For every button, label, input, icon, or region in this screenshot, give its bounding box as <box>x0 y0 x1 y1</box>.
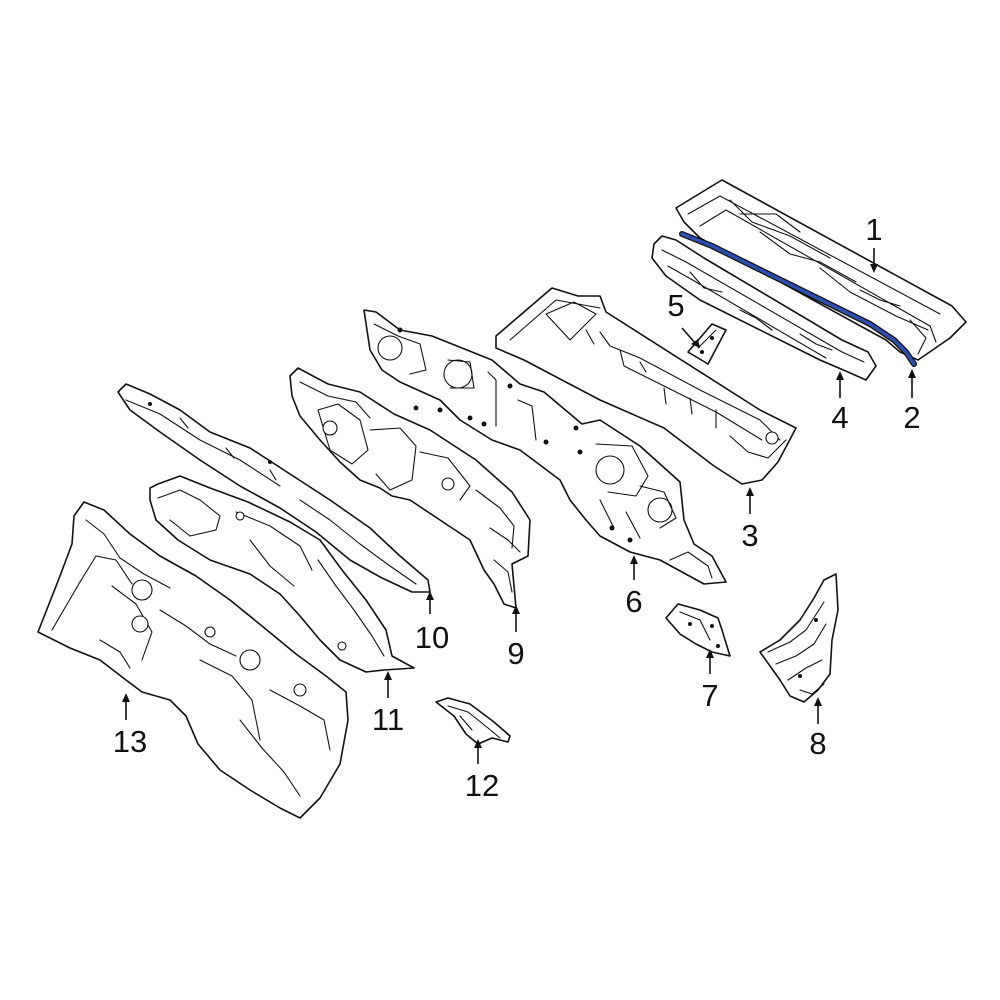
part-11-lower-insulator[interactable] <box>149 475 415 673</box>
callout-9: 9 <box>507 636 524 671</box>
callout-1: 1 <box>865 212 882 247</box>
callout-leaders <box>122 248 916 764</box>
callout-11: 11 <box>372 702 404 737</box>
part-12-shield[interactable] <box>435 697 511 745</box>
callout-8: 8 <box>809 726 826 761</box>
callout-12: 12 <box>465 768 499 803</box>
callout-5: 5 <box>667 288 684 323</box>
part-13-dash-silencer[interactable] <box>37 501 349 819</box>
part-3-cowl-assembly[interactable] <box>495 287 797 485</box>
part-2-seal[interactable] <box>679 231 917 367</box>
part-10-strip[interactable] <box>117 383 431 593</box>
part-8-side-bracket[interactable] <box>759 573 839 703</box>
callout-6: 6 <box>625 584 642 619</box>
callout-4: 4 <box>831 400 848 435</box>
callout-13: 13 <box>113 724 147 759</box>
part-7-plate[interactable] <box>665 603 731 657</box>
part-1-cowl-panel[interactable] <box>675 179 967 361</box>
part-4-lower-cowl[interactable] <box>651 235 877 381</box>
callout-3: 3 <box>741 518 758 553</box>
part-9-insulator[interactable] <box>289 367 531 609</box>
callout-7: 7 <box>701 678 718 713</box>
callout-2: 2 <box>903 400 920 435</box>
callout-10: 10 <box>415 620 449 655</box>
callout-labels: 1 2 3 4 5 6 7 8 9 10 11 12 13 <box>113 212 921 803</box>
part-6-dash-panel[interactable] <box>363 309 727 585</box>
part-5-bracket[interactable] <box>687 323 727 365</box>
